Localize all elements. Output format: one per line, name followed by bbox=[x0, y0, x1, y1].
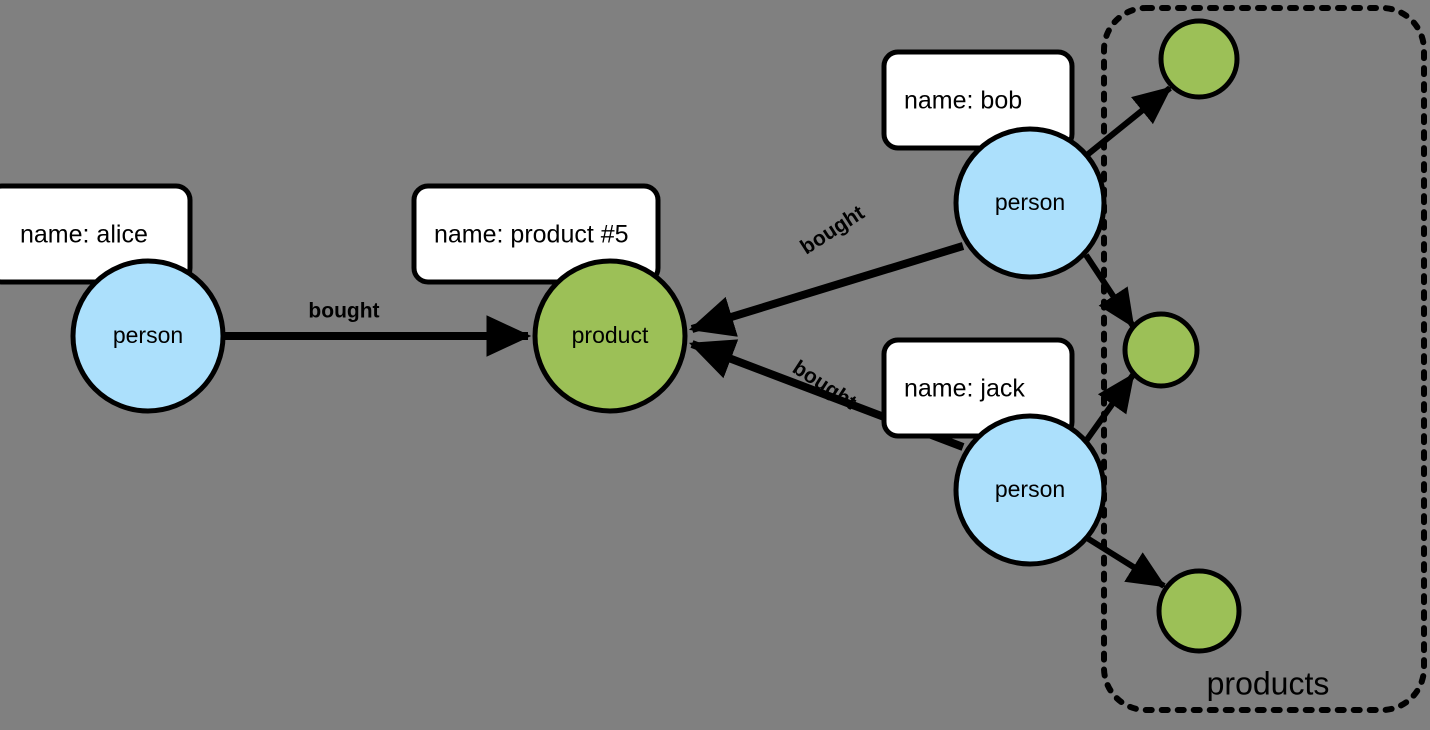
property-box-jack: name: jack bbox=[881, 337, 1075, 439]
edge-bob-product-top bbox=[1085, 85, 1172, 158]
edge-line-jack-pbot bbox=[1085, 535, 1167, 589]
property-box-product5-rect bbox=[411, 183, 661, 285]
edge-line-bob-pmid bbox=[1083, 253, 1136, 329]
node-product5[interactable]: product bbox=[532, 258, 688, 414]
edge-jack-product-bot bbox=[1085, 535, 1167, 589]
property-box-bob-text: name: bob bbox=[904, 87, 1022, 115]
node-product-top[interactable] bbox=[1158, 18, 1240, 100]
edge-label-bob-bought: bought bbox=[796, 201, 868, 259]
group-products-boundary bbox=[1101, 5, 1427, 713]
node-product-mid[interactable] bbox=[1122, 311, 1200, 389]
node-alice-circle[interactable] bbox=[70, 258, 226, 414]
node-bob[interactable]: person bbox=[953, 126, 1107, 280]
group-products-label: products bbox=[1207, 665, 1330, 701]
node-product-bot-circle[interactable] bbox=[1156, 568, 1242, 654]
node-jack[interactable]: person bbox=[953, 413, 1107, 567]
node-jack-label: person bbox=[995, 476, 1065, 502]
node-alice-label: person bbox=[113, 322, 183, 348]
edge-line-bob-ptop bbox=[1085, 85, 1172, 158]
property-box-jack-text: name: jack bbox=[904, 375, 1025, 403]
node-product-bot[interactable] bbox=[1156, 568, 1242, 654]
property-box-alice-rect bbox=[0, 183, 193, 285]
property-box-alice-text: name: alice bbox=[20, 221, 148, 249]
node-alice[interactable]: person bbox=[70, 258, 226, 414]
node-jack-circle[interactable] bbox=[953, 413, 1107, 567]
edge-line-jack-pmid bbox=[1083, 373, 1136, 443]
node-bob-circle[interactable] bbox=[953, 126, 1107, 280]
node-bob-label: person bbox=[995, 189, 1065, 215]
edge-jack-product-mid bbox=[1083, 373, 1136, 443]
edge-line-bob-product bbox=[688, 242, 965, 337]
edge-label-alice-bought: bought bbox=[308, 300, 379, 323]
node-product-mid-circle[interactable] bbox=[1122, 311, 1200, 389]
node-product5-label: product bbox=[572, 322, 649, 348]
node-product-top-circle[interactable] bbox=[1158, 18, 1240, 100]
edge-bob-product-mid bbox=[1083, 253, 1136, 329]
property-box-alice: name: alice bbox=[0, 183, 193, 285]
property-box-product5: name: product #5 bbox=[411, 183, 661, 285]
property-box-product5-text: name: product #5 bbox=[434, 221, 629, 249]
edge-bob-bought bbox=[688, 242, 965, 337]
node-product5-circle[interactable] bbox=[532, 258, 688, 414]
